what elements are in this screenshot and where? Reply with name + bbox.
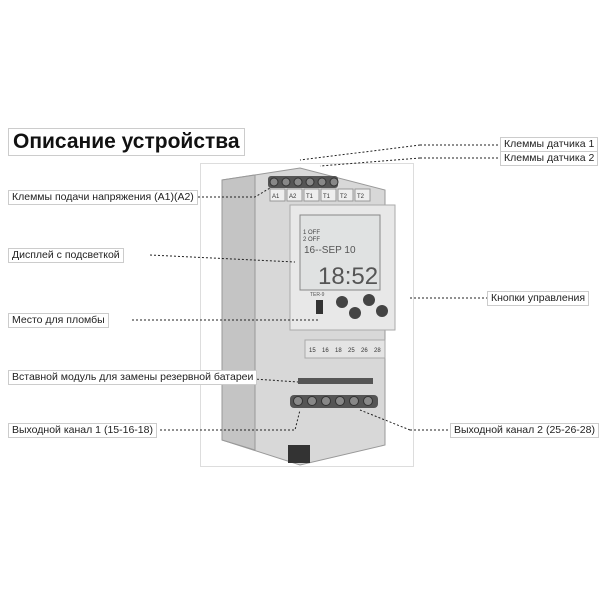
terminal-screw bbox=[349, 396, 359, 406]
bottom-terminal-label: 26 bbox=[361, 348, 368, 354]
terminal-screw bbox=[363, 396, 373, 406]
label-output-channel-1: Выходной канал 1 (15-16-18) bbox=[8, 423, 157, 438]
top-terminal-label: A1 bbox=[272, 194, 280, 200]
bottom-label-strip bbox=[304, 339, 386, 359]
control-button[interactable] bbox=[376, 305, 388, 317]
label-sensor-terminals-1: Клеммы датчика 1 bbox=[500, 137, 599, 152]
terminal-screw bbox=[293, 396, 303, 406]
terminal-screw bbox=[281, 177, 291, 187]
top-terminal-label-box bbox=[354, 188, 371, 202]
terminal-screw bbox=[269, 177, 279, 187]
control-button[interactable] bbox=[363, 294, 375, 306]
terminal-screw bbox=[293, 177, 303, 187]
label-output-channel-2: Выходной канал 2 (25-26-28) bbox=[450, 423, 599, 438]
label-sensor-terminals-2: Клеммы датчика 2 bbox=[500, 151, 599, 166]
label-control-buttons: Кнопки управления bbox=[487, 291, 590, 306]
top-terminal-label: T2 bbox=[340, 194, 348, 200]
top-terminal-label: T2 bbox=[357, 194, 365, 200]
bottom-terminal-label: 28 bbox=[374, 348, 381, 354]
seal-slot bbox=[316, 300, 323, 314]
battery-slot bbox=[298, 378, 373, 384]
label-power-terminals: Клеммы подачи напряжения (A1)(A2) bbox=[8, 190, 198, 205]
terminal-screw bbox=[335, 396, 345, 406]
model-label: TER-9 bbox=[310, 292, 325, 298]
label-backlit-display: Дисплей с подсветкой bbox=[8, 248, 124, 263]
device-side bbox=[221, 174, 256, 451]
bottom-terminal-label: 16 bbox=[322, 348, 329, 354]
top-terminal-label: T1 bbox=[323, 194, 331, 200]
top-terminal-label-box bbox=[303, 188, 320, 202]
bottom-terminal-label: 18 bbox=[335, 348, 342, 354]
top-terminal-label-box bbox=[337, 188, 354, 202]
display-line1: 1 OFF bbox=[303, 230, 320, 236]
top-terminal-label: T1 bbox=[306, 194, 314, 200]
terminal-screw bbox=[317, 177, 327, 187]
terminal-screw bbox=[307, 396, 317, 406]
bottom-terminal-label: 15 bbox=[309, 348, 316, 354]
din-clip bbox=[288, 445, 310, 463]
bottom-terminal-label: 25 bbox=[348, 348, 355, 354]
display-time: 18:52 bbox=[318, 263, 378, 290]
terminal-screw bbox=[321, 396, 331, 406]
control-button[interactable] bbox=[349, 307, 361, 319]
top-terminal-label: A2 bbox=[289, 194, 297, 200]
top-terminal-label-box bbox=[269, 188, 286, 202]
leader-lines bbox=[132, 144, 500, 431]
label-seal-place: Место для пломбы bbox=[8, 313, 109, 328]
page-title: Описание устройства bbox=[8, 128, 245, 156]
label-battery-module: Вставной модуль для замены резервной бат… bbox=[8, 370, 258, 385]
device-image-frame bbox=[200, 163, 414, 467]
terminal-screw bbox=[305, 177, 315, 187]
terminal-screw bbox=[329, 177, 339, 187]
control-button[interactable] bbox=[336, 296, 348, 308]
display-date: 16--SEP 10 bbox=[304, 245, 356, 256]
top-terminal-label-box bbox=[320, 188, 337, 202]
display bbox=[299, 214, 381, 291]
top-terminal-label-box bbox=[286, 188, 303, 202]
display-line2: 2 OFF bbox=[303, 237, 320, 243]
